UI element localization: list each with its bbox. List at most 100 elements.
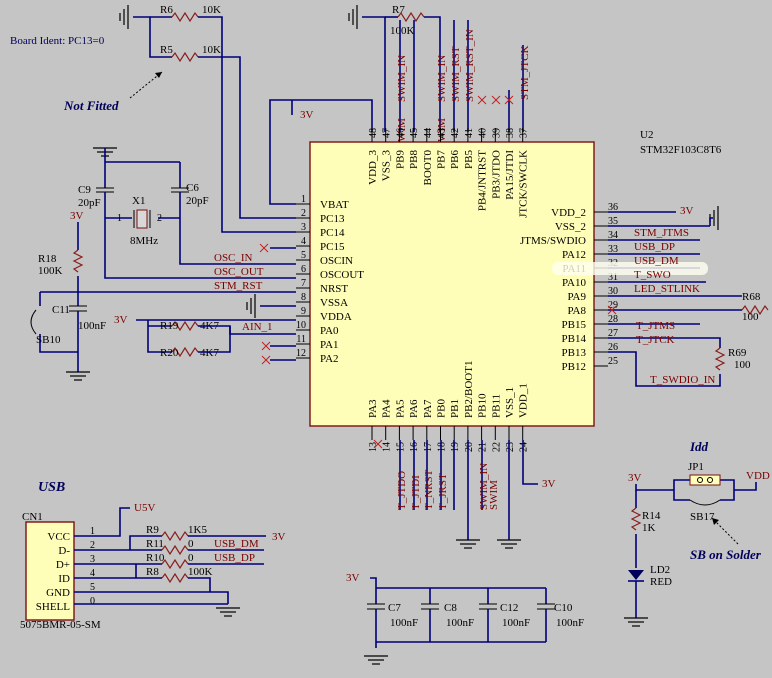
v3-label-r18: 3V: [70, 210, 84, 222]
c12-ref: C12: [500, 602, 518, 614]
mcu-pin-number: 21: [478, 442, 489, 452]
mcu-pin-name: PB12: [562, 361, 586, 373]
ground-symbol: [363, 655, 389, 665]
mcu-pin-name: PA10: [562, 277, 587, 289]
c6-ref: C6: [186, 182, 199, 194]
cn1-part: 5075BMR-05-SM: [20, 619, 101, 631]
mcu-pin-number: 4: [301, 236, 306, 247]
mcu-pin-name: VSS_2: [555, 221, 586, 233]
not-fitted-arrow: [129, 71, 163, 99]
mcu-pin-number: 22: [491, 442, 502, 452]
not-fitted-arrowhead: [155, 72, 162, 78]
r9-ref: R9: [146, 524, 159, 536]
not-fitted-note: Not Fitted: [63, 98, 119, 113]
cn1-pin-name: SHELL: [36, 601, 71, 613]
net-osc-in: OSC_IN: [214, 252, 253, 264]
mcu-pin-name: PA8: [567, 305, 586, 317]
mcu-pin-name: PB3/JTDO: [490, 150, 502, 199]
u2-part: STM32F103C8T6: [640, 144, 722, 156]
mcu-pin-name: BOOT0: [422, 150, 434, 186]
net-usb-dm-conn: USB_DM: [214, 538, 259, 550]
mcu-pin-number: 31: [608, 272, 618, 283]
mcu-pin-number: 43: [437, 128, 448, 138]
net-swim-in-top2: SWIM_IN: [436, 55, 448, 102]
mcu-pin-name: PA7: [422, 399, 434, 418]
mcu-pin-name: PB8: [408, 150, 420, 169]
usb-heading: USB: [38, 480, 65, 495]
r68-ref: R68: [742, 291, 761, 303]
r18-value: 100K: [38, 265, 63, 277]
mcu-pin-number: 39: [491, 128, 502, 138]
mcu-pin-number: 15: [395, 442, 406, 452]
net-t-swo: T_SWO: [634, 269, 671, 281]
mcu-pin-number: 8: [301, 292, 306, 303]
cn1-pin-number: 0: [90, 596, 95, 607]
net-swim-bottom: SWIM: [488, 480, 500, 510]
mcu-pin-number: 13: [368, 442, 379, 452]
r20-ref: R20: [160, 347, 179, 359]
v3-label-right: 3V: [680, 205, 694, 217]
c11-ref: C11: [52, 304, 70, 316]
r5-ref: R5: [160, 44, 173, 56]
r10-ref: R10: [146, 552, 165, 564]
c10-value: 100nF: [556, 617, 584, 629]
mcu-pin-name: PA15/JTDI: [504, 150, 516, 200]
mcu-pin-name: PA9: [567, 291, 586, 303]
mcu-pin-number: 41: [464, 128, 475, 138]
r68-value: 100: [742, 311, 759, 323]
led-ld2-symbol: [628, 570, 644, 580]
mcu-pin-number: 6: [301, 264, 306, 275]
no-connect-mark: [259, 243, 269, 253]
v5-label: U5V: [134, 502, 155, 514]
mcu-pin-name: VSS_1: [504, 387, 516, 418]
net-t-nrst: T_NRST: [423, 469, 435, 510]
ground-symbol: [215, 607, 241, 617]
mcu-pin-number: 26: [608, 342, 618, 353]
c10-ref: C10: [554, 602, 573, 614]
mcu-pin-name: VDD_1: [518, 383, 530, 418]
mcu-pin-name: VSS_3: [381, 150, 393, 182]
net-stm-rst: STM_RST: [214, 280, 263, 292]
mcu-pin-name: PB4/JNTRST: [477, 150, 489, 211]
mcu-pin-name: VSSA: [320, 297, 348, 309]
c9-value: 20pF: [78, 197, 101, 209]
r19-ref: R19: [160, 320, 179, 332]
net-swim-rst-top: SWIM_RST: [450, 46, 462, 102]
mcu-pin-name: PB5: [463, 150, 475, 169]
mcu-pin-number: 28: [608, 314, 618, 325]
v3-label-bottom: 3V: [542, 478, 556, 490]
r6-ref: R6: [160, 4, 173, 16]
ground-symbol: [623, 617, 649, 627]
cn1-pin-name: D+: [56, 559, 70, 571]
mcu-pin-number: 23: [505, 442, 516, 452]
r8-value: 100K: [188, 566, 213, 578]
cn1-pin-number: 1: [90, 526, 95, 537]
mcu-pin-name: PB11: [490, 394, 502, 418]
net-t-jtdo: T_JTDO: [396, 471, 408, 510]
r14-ref: R14: [642, 510, 661, 522]
cn1-pin-name: VCC: [47, 531, 70, 543]
mcu-pin-number: 17: [423, 442, 434, 452]
mcu-pin-number: 14: [382, 442, 393, 452]
sb17-ref: SB17: [690, 511, 715, 523]
mcu-pin-number: 36: [608, 202, 618, 213]
c7-value: 100nF: [390, 617, 418, 629]
mcu-pin-name: PC14: [320, 227, 345, 239]
usb-connector-body: [25, 521, 75, 621]
no-connect-mark: [491, 95, 501, 105]
c12-value: 100nF: [502, 617, 530, 629]
mcu-pin-name: JTMS/SWDIO: [520, 235, 586, 247]
mcu-pin-name: PC15: [320, 241, 345, 253]
mcu-pin-name: VDDA: [320, 311, 352, 323]
mcu-pin-name: PA4: [381, 399, 393, 418]
mcu-pin-name: JTCK/SWCLK: [518, 150, 530, 218]
mcu-pin-number: 42: [450, 128, 461, 138]
net-swim-rst-in-top: SWIM_RST_IN: [464, 29, 476, 102]
net-usb-dm: USB_DM: [634, 255, 679, 267]
c7-ref: C7: [388, 602, 401, 614]
net-stm-jtms: STM_JTMS: [634, 227, 689, 239]
highlight-swo: [552, 262, 708, 275]
no-connect-mark: [261, 341, 271, 351]
